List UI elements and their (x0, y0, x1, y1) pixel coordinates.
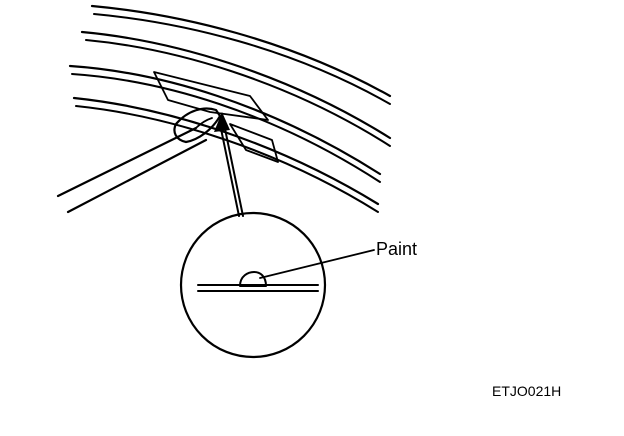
touch-up-brush (56, 107, 222, 214)
brush-tip (173, 107, 222, 144)
paint-bump (239, 271, 267, 287)
paint-leader-line (259, 249, 375, 279)
arrow-shaft-right (223, 123, 244, 217)
damaged-paint-patch (153, 71, 279, 163)
detail-circle (179, 211, 327, 359)
panel-line-top-inner (93, 13, 391, 105)
brush-handle-lower-edge (66, 138, 208, 214)
panel-line-top-outer (90, 4, 392, 98)
brush-handle-upper-edge (56, 126, 198, 198)
figure-code-label: ETJO021H (492, 383, 561, 399)
body-panel-contours (68, 4, 392, 213)
magnified-detail (179, 211, 375, 359)
arrow-head (214, 112, 230, 132)
panel-line-second-inner (85, 39, 391, 147)
panel-line-second-outer (80, 30, 392, 140)
patch-upper (153, 71, 269, 121)
paint-label: Paint (376, 239, 417, 259)
patch-lower (229, 123, 279, 163)
brush-bristle-line (195, 117, 213, 129)
leader-arrow (214, 112, 244, 217)
arrow-shaft-left (219, 123, 240, 217)
panel-line-third-inner (71, 73, 381, 183)
panel-line-third-outer (68, 64, 382, 176)
